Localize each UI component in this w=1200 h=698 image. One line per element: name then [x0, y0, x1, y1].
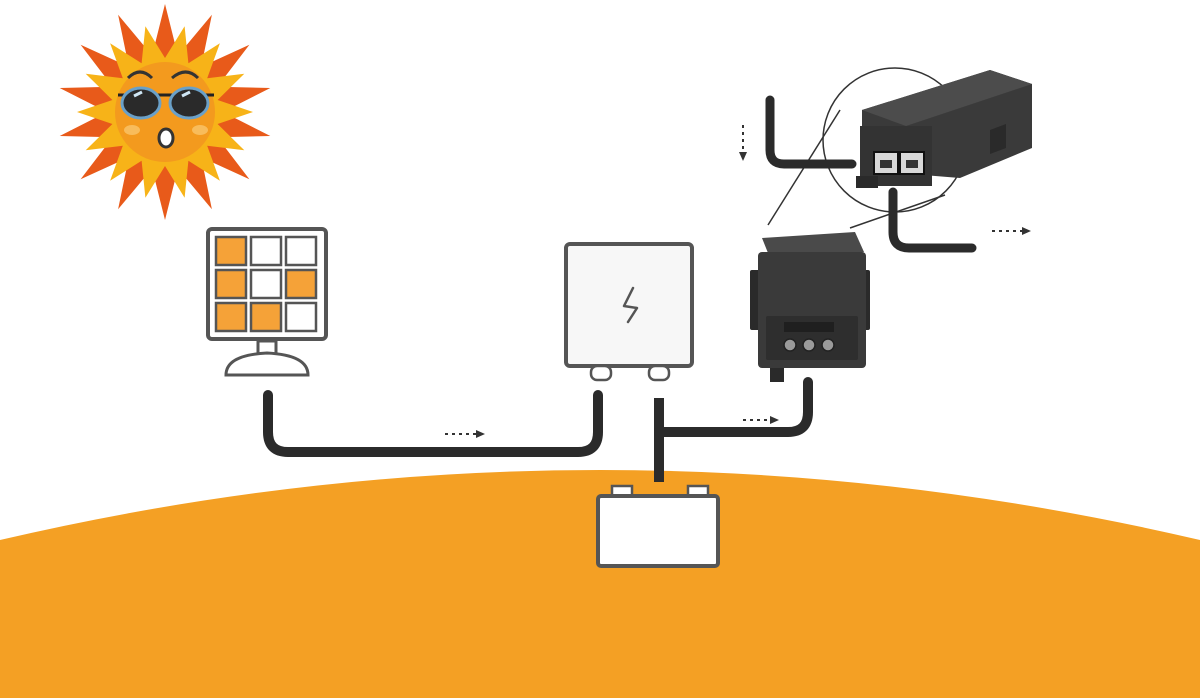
closeup-side-tab	[990, 124, 1006, 154]
orange-wave-background	[0, 470, 1200, 698]
solar-cell	[214, 235, 248, 267]
solar-cell	[284, 301, 318, 333]
solar-cell	[214, 268, 248, 300]
closeup-top	[862, 70, 1032, 126]
solar-cell	[214, 301, 248, 333]
closeup-foot	[856, 176, 878, 188]
cable-data-in	[765, 95, 857, 169]
solar-panel-stand	[224, 351, 310, 377]
sun-cheek-right	[192, 125, 208, 135]
rj45-port-contacts-right	[906, 160, 918, 168]
sun-with-sunglasses-icon	[59, 4, 271, 220]
controller-terminal-right	[647, 364, 671, 382]
flow-arrow-icon	[743, 416, 779, 424]
solar-panel-cells	[214, 235, 318, 333]
sun-eyebrow-left	[126, 70, 154, 80]
cable-controller-to-poe	[654, 377, 813, 437]
poe-terminal-screws	[783, 338, 835, 352]
battery-icon	[596, 484, 720, 568]
sunglasses-icon	[118, 86, 214, 120]
solar-cell	[284, 235, 318, 267]
solar-panel-icon	[206, 227, 328, 377]
solar-cell	[249, 235, 283, 267]
poe-injector-top	[762, 232, 864, 258]
poe-terminal-strip	[784, 322, 834, 332]
rj45-port-contacts-left	[880, 160, 892, 168]
charge-controller-icon	[564, 242, 694, 382]
flow-arrow-down-icon	[739, 125, 747, 161]
poe-mount-tab-left	[750, 270, 760, 330]
solar-cell	[249, 301, 283, 333]
lightning-bolt-icon	[622, 286, 639, 324]
flow-arrow-icon	[992, 227, 1031, 235]
solar-cell	[249, 268, 283, 300]
cable-panel-to-controller	[263, 390, 603, 457]
poe-injector-icon	[750, 232, 870, 382]
battery-body	[596, 494, 720, 568]
poe-foot-left	[770, 368, 784, 382]
cable-poe-out	[888, 187, 977, 253]
flow-arrow-icon	[445, 430, 485, 438]
sun-mouth	[157, 127, 175, 149]
poe-injector-ports-closeup-icon	[856, 70, 1032, 188]
controller-terminal-left	[589, 364, 613, 382]
solar-cell	[284, 268, 318, 300]
charge-controller-box	[564, 242, 694, 368]
sun-eyebrow-right	[171, 70, 200, 80]
sun-cheek-left	[124, 125, 140, 135]
